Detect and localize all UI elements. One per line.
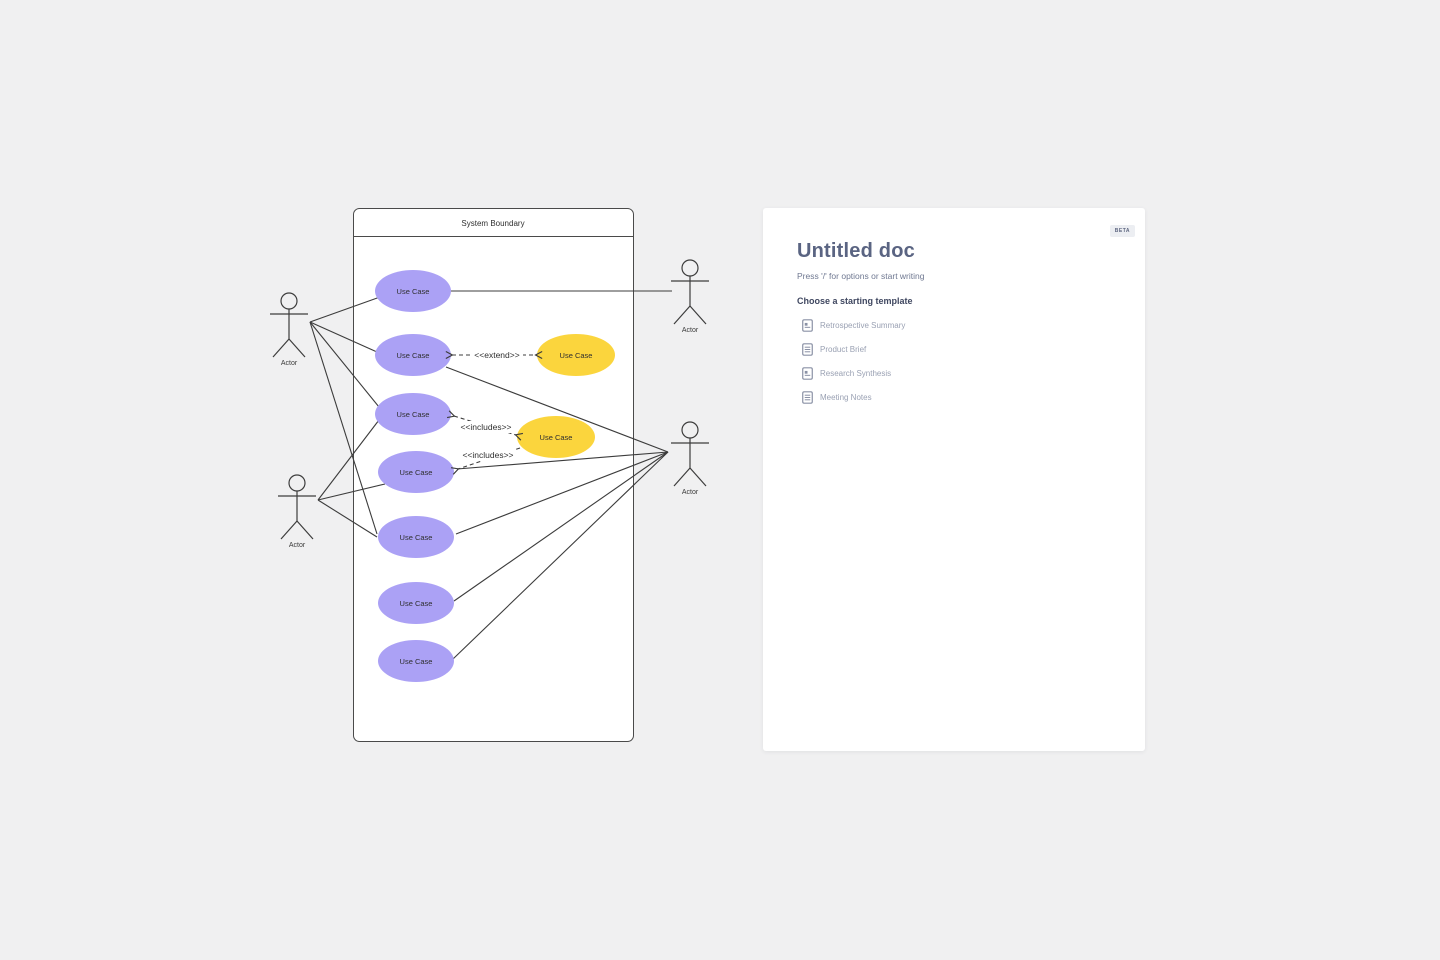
document-icon xyxy=(802,390,813,404)
system-boundary-title: System Boundary xyxy=(461,219,524,228)
actor-1-label: Actor xyxy=(281,360,298,367)
dependency-arrows: <<extend>> <<includes>> <<includes>> xyxy=(452,349,536,469)
template-item-product-brief[interactable]: Product Brief xyxy=(802,342,1111,356)
use-case-3-label: Use Case xyxy=(397,410,430,419)
use-case-2-label: Use Case xyxy=(397,351,430,360)
use-case-7[interactable]: Use Case xyxy=(378,640,454,682)
template-item-meeting-notes[interactable]: Meeting Notes xyxy=(802,390,1111,404)
use-case-4[interactable]: Use Case xyxy=(378,451,454,493)
document-icon xyxy=(802,366,813,380)
templates-heading: Choose a starting template xyxy=(797,296,913,306)
connector-actor4-usecase2[interactable] xyxy=(445,366,669,453)
connector-actor2-usecase5[interactable] xyxy=(317,499,378,538)
connector-actor4-usecase5[interactable] xyxy=(455,451,669,535)
use-case-1-label: Use Case xyxy=(397,287,430,296)
document-icon xyxy=(802,342,813,356)
template-label: Meeting Notes xyxy=(820,392,872,402)
doc-title[interactable]: Untitled doc xyxy=(797,240,915,262)
connector-actor1-usecase2[interactable] xyxy=(309,321,378,353)
actor-4-label: Actor xyxy=(682,489,699,496)
document-icon xyxy=(802,318,813,332)
use-case-7-label: Use Case xyxy=(400,657,433,666)
connector-actor4-usecase7[interactable] xyxy=(452,451,669,660)
template-label: Product Brief xyxy=(820,344,867,354)
actor-2[interactable]: Actor xyxy=(278,474,316,549)
includes-label-1: <<includes>> xyxy=(460,422,511,432)
actor-3-label: Actor xyxy=(682,327,699,334)
use-case-6-label: Use Case xyxy=(400,599,433,608)
use-case-3[interactable]: Use Case xyxy=(375,393,451,435)
connector-actor4-usecase6[interactable] xyxy=(453,451,669,602)
connector-actor1-usecase5[interactable] xyxy=(309,321,378,535)
template-item-retrospective-summary[interactable]: Retrospective Summary xyxy=(802,318,1111,332)
connector-actor2-usecase3[interactable] xyxy=(317,419,380,501)
actor-4[interactable]: Actor xyxy=(671,421,709,496)
template-label: Research Synthesis xyxy=(820,368,892,378)
beta-badge: BETA xyxy=(1109,225,1135,237)
extend-label-bg xyxy=(471,349,523,361)
use-case-include-target[interactable]: Use Case xyxy=(517,416,595,458)
includes-label-2: <<includes>> xyxy=(462,450,513,460)
doc-editor-placeholder[interactable]: Press '/' for options or start writing xyxy=(797,271,925,281)
use-case-2[interactable]: Use Case xyxy=(375,334,451,376)
use-case-5-label: Use Case xyxy=(400,533,433,542)
use-case-6[interactable]: Use Case xyxy=(378,582,454,624)
actor-2-label: Actor xyxy=(289,542,306,549)
template-list: Retrospective Summary Product Brief Rese… xyxy=(797,318,1111,404)
use-case-1[interactable]: Use Case xyxy=(375,270,451,312)
use-case-5[interactable]: Use Case xyxy=(378,516,454,558)
use-case-yellow-2-label: Use Case xyxy=(540,433,573,442)
doc-panel: BETA Untitled doc Press '/' for options … xyxy=(763,208,1145,751)
connector-actor1-usecase1[interactable] xyxy=(309,296,381,323)
template-label: Retrospective Summary xyxy=(820,320,906,330)
actor-3[interactable]: Actor xyxy=(671,259,709,334)
actor-1[interactable]: Actor xyxy=(270,292,308,367)
includes-label-1-bg xyxy=(460,421,512,433)
use-case-shapes: Use Case Use Case Use Case Use Case Use … xyxy=(375,270,615,682)
template-item-research-synthesis[interactable]: Research Synthesis xyxy=(802,366,1111,380)
connector-actor4-usecase4[interactable] xyxy=(456,451,669,470)
includes-label-2-bg xyxy=(462,449,514,461)
includes-arrow-1[interactable] xyxy=(454,416,516,435)
association-lines xyxy=(309,290,672,660)
use-case-extend-target[interactable]: Use Case xyxy=(537,334,615,376)
connector-actor2-usecase4[interactable] xyxy=(317,483,386,501)
use-case-yellow-1-label: Use Case xyxy=(560,351,593,360)
connector-actor1-usecase3[interactable] xyxy=(309,321,380,408)
use-case-4-label: Use Case xyxy=(400,468,433,477)
extend-label: <<extend>> xyxy=(474,350,519,360)
